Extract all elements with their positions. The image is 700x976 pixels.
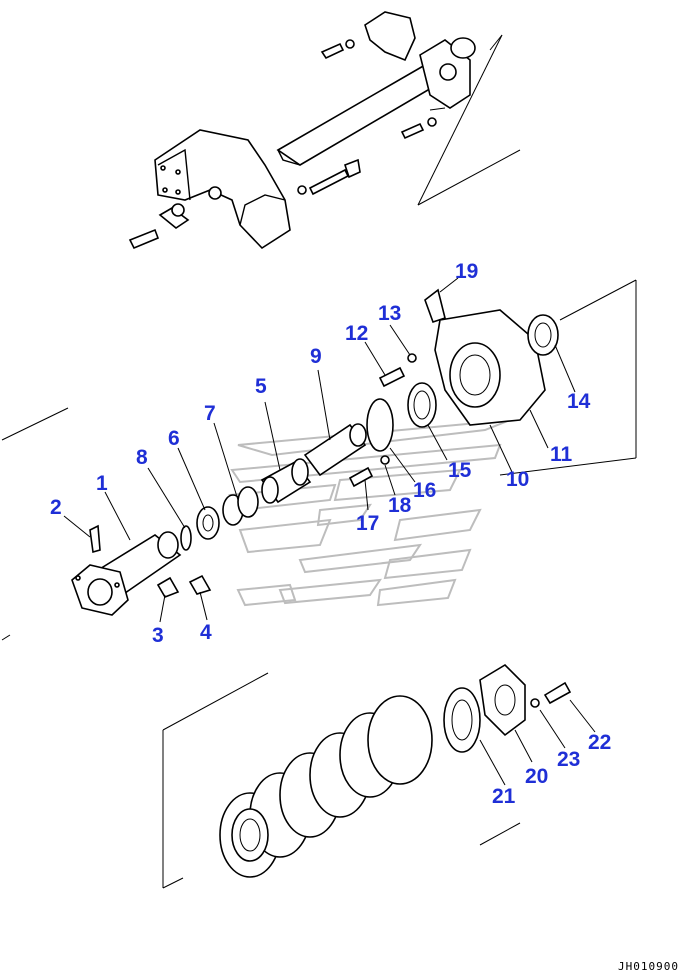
- callout-20: 20: [525, 765, 548, 788]
- callout-2: 2: [50, 496, 62, 519]
- middle-assembly: [71, 288, 559, 616]
- callout-9: 9: [310, 345, 322, 368]
- callout-21: 21: [492, 785, 516, 808]
- top-assembly: [128, 11, 521, 250]
- callout-1: 1: [96, 472, 108, 495]
- callout-18: 18: [388, 494, 412, 517]
- callout-labels: 1 2 3 4 5 6 7 8 9 10 11 12 13 14 15 16 1…: [50, 260, 611, 808]
- callout-17: 17: [356, 512, 379, 535]
- callout-13: 13: [378, 302, 401, 325]
- middle-frame: [1, 279, 637, 641]
- bottom-assembly: [162, 663, 572, 889]
- callout-7: 7: [204, 402, 216, 425]
- callout-16: 16: [413, 479, 436, 502]
- callout-4: 4: [200, 621, 212, 644]
- drawing-code: JH010900: [618, 960, 679, 973]
- callout-10: 10: [506, 468, 529, 491]
- callout-11: 11: [550, 443, 573, 466]
- callout-5: 5: [255, 375, 267, 398]
- callout-14: 14: [567, 390, 591, 413]
- callout-8: 8: [136, 446, 148, 469]
- callout-15: 15: [448, 459, 472, 482]
- spring-coils: [219, 695, 433, 878]
- leader-lines: [63, 277, 596, 786]
- callout-3: 3: [152, 624, 164, 647]
- callout-23: 23: [557, 748, 580, 771]
- callout-22: 22: [588, 731, 611, 754]
- callout-12: 12: [345, 322, 368, 345]
- callout-6: 6: [168, 427, 180, 450]
- callout-19: 19: [455, 260, 478, 283]
